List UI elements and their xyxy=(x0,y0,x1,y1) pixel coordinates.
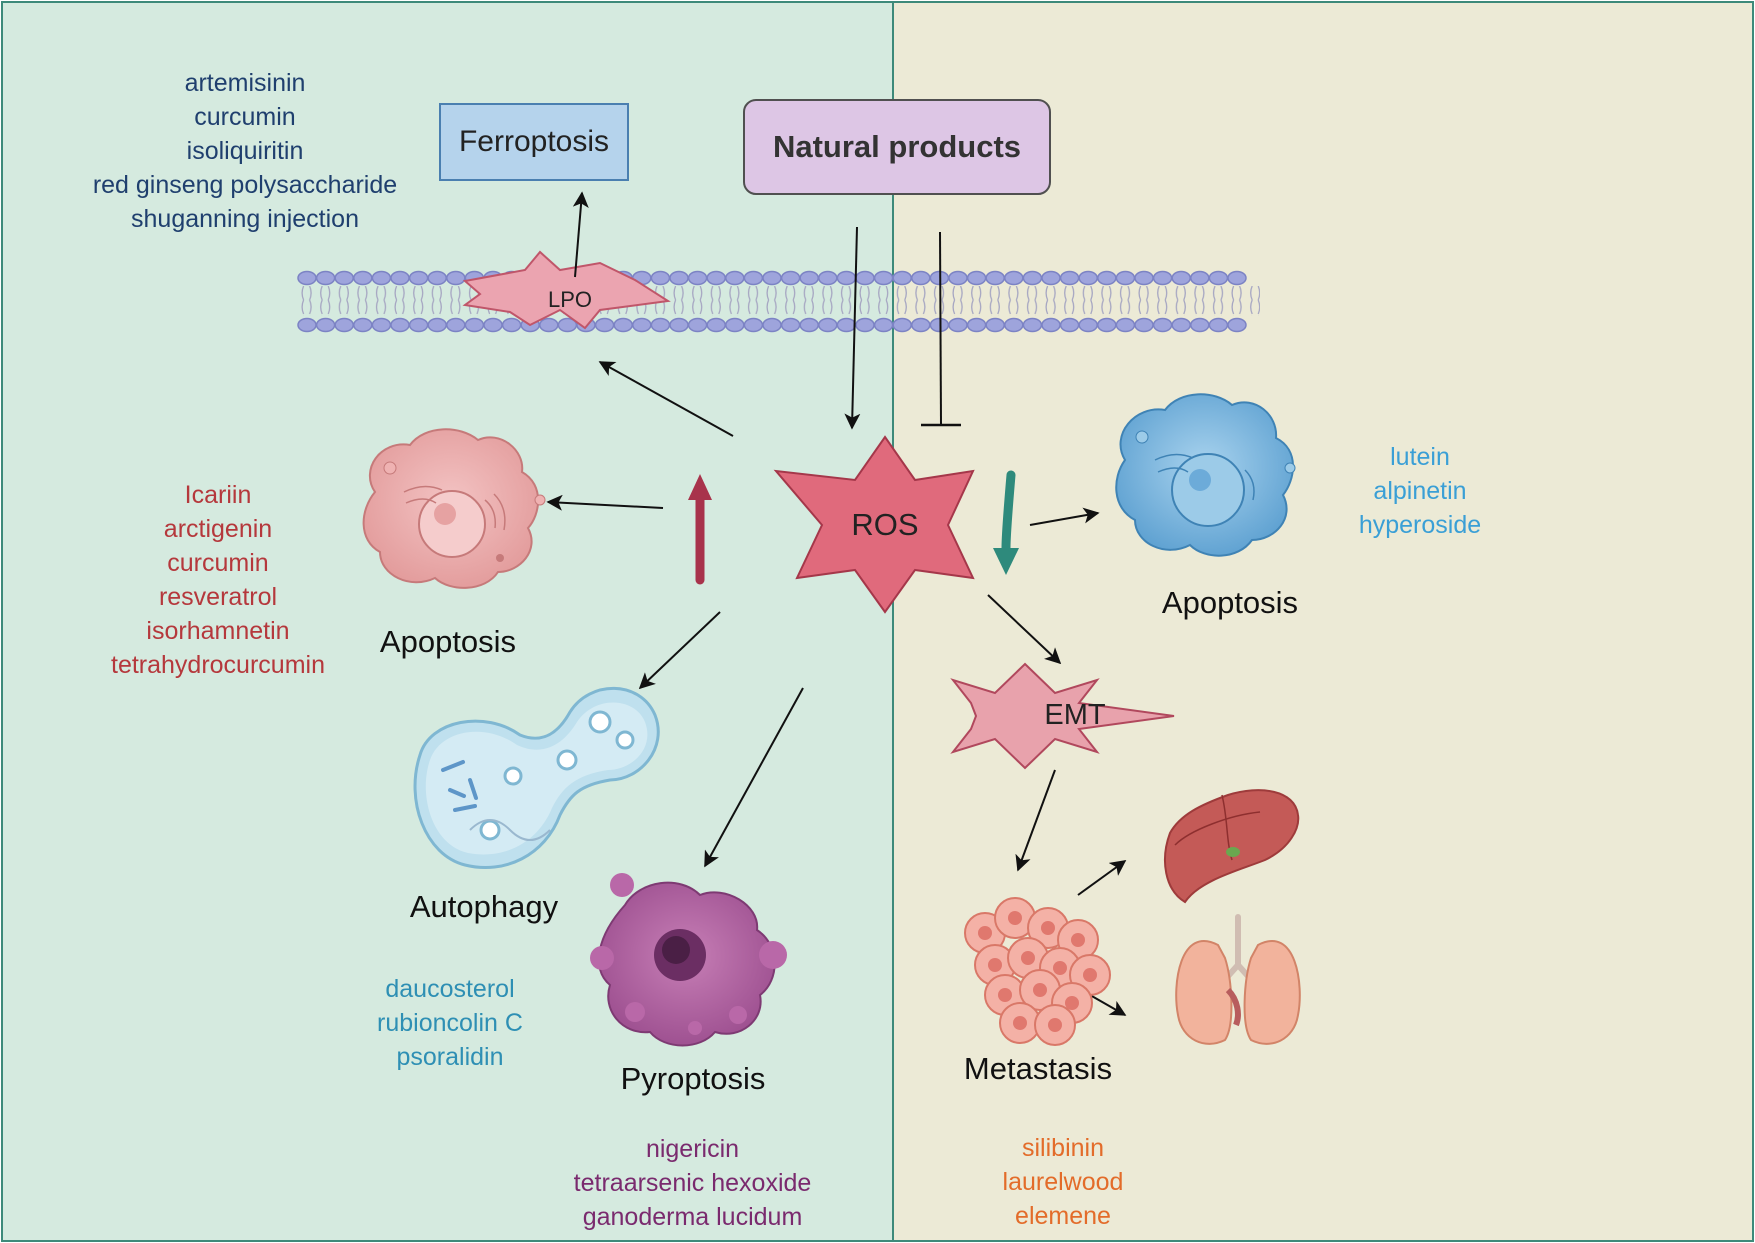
ros-node-shape xyxy=(773,435,975,614)
compound-item: curcumin xyxy=(167,549,269,577)
compound-item: psoralidin xyxy=(396,1043,504,1071)
metastasis-label: Metastasis xyxy=(963,1051,1113,1086)
arrow-ros-to-apoptosis-right xyxy=(1029,507,1100,526)
compound-item: isorhamnetin xyxy=(146,617,290,645)
autophagy-compound-list: daucosterol rubioncolin C psoralidin xyxy=(350,972,550,1074)
autophagosome-icon xyxy=(413,686,660,870)
compound-item: Icariin xyxy=(184,481,252,509)
compound-item: curcumin xyxy=(194,103,296,131)
pyroptosis-label: Pyroptosis xyxy=(620,1061,766,1096)
ferroptosis-compound-list: artemisinin curcumin isoliquiritin red g… xyxy=(60,66,430,236)
compound-item: isoliquiritin xyxy=(186,137,304,165)
compound-item: ganoderma lucidum xyxy=(582,1203,803,1231)
arrow-ros-to-apoptosis-left xyxy=(546,494,664,511)
arrow-metastasis-to-liver xyxy=(1077,860,1127,896)
natural-products-label: Natural products xyxy=(772,129,1022,164)
apoptosis-left-compound-list: Icariin arctigenin curcumin resveratrol … xyxy=(88,478,348,682)
compound-item: daucosterol xyxy=(385,975,515,1003)
compound-item: tetrahydrocurcumin xyxy=(111,651,325,679)
pyroptosis-compound-list: nigericin tetraarsenic hexoxide ganoderm… xyxy=(550,1132,835,1234)
compound-item: hyperoside xyxy=(1358,511,1482,539)
left-panel xyxy=(1,1,894,1242)
liver-icon xyxy=(1164,789,1300,904)
lpo-node-shape xyxy=(462,250,671,330)
compound-item: artemisinin xyxy=(184,69,306,97)
compound-item: alpinetin xyxy=(1373,477,1467,505)
compound-item: shuganning injection xyxy=(131,205,359,233)
pyroptotic-cell-icon xyxy=(590,873,787,1047)
ros-down-arrow xyxy=(993,470,1019,575)
emt-node-shape xyxy=(950,662,1175,770)
arrow-metastasis-to-lungs xyxy=(1089,994,1127,1016)
apoptotic-cell-icon xyxy=(1115,393,1296,557)
compound-item: nigericin xyxy=(645,1135,740,1163)
cell-membrane-icon xyxy=(297,270,1260,333)
compound-item: elemene xyxy=(1015,1202,1111,1230)
arrow-natural-products-to-ros xyxy=(844,226,861,430)
apoptosis-right-label: Apoptosis xyxy=(1161,585,1299,620)
compound-item: laurelwood xyxy=(1002,1168,1124,1196)
compound-item: arctigenin xyxy=(163,515,273,543)
lungs-icon xyxy=(1175,914,1301,1045)
arrow-ros-to-emt xyxy=(987,594,1062,665)
apoptosis-left-label: Apoptosis xyxy=(379,624,517,659)
ferroptosis-label: Ferroptosis xyxy=(458,125,610,158)
apoptotic-cell-icon xyxy=(362,428,546,589)
arrows xyxy=(546,191,1127,1016)
metastasis-compound-list: silibinin laurelwood elemene xyxy=(983,1131,1143,1233)
arrow-lpo-to-ferroptosis xyxy=(572,191,589,278)
arrow-ros-to-membrane xyxy=(598,361,734,437)
inhibit-natural-products-to-ros xyxy=(939,231,942,426)
compound-item: resveratrol xyxy=(158,583,278,611)
autophagy-label: Autophagy xyxy=(409,889,559,924)
compound-item: rubioncolin C xyxy=(377,1009,523,1037)
compound-item: red ginseng polysaccharide xyxy=(92,171,398,199)
arrow-ros-to-pyroptosis xyxy=(704,687,804,868)
compound-item: tetraarsenic hexoxide xyxy=(573,1169,812,1197)
compound-item: lutein xyxy=(1390,443,1450,471)
ros-up-arrow xyxy=(688,474,712,585)
apoptosis-right-compound-list: lutein alpinetin hyperoside xyxy=(1330,440,1510,542)
ferroptosis-box xyxy=(439,103,629,181)
emt-label: EMT xyxy=(1044,699,1106,731)
tumor-cluster-icon xyxy=(964,897,1111,1046)
compound-item: silibinin xyxy=(1022,1134,1104,1162)
lpo-label: LPO xyxy=(547,287,593,312)
natural-products-box xyxy=(743,99,1051,195)
arrow-ros-to-autophagy xyxy=(638,611,721,690)
ros-label: ROS xyxy=(851,507,919,542)
arrow-emt-to-metastasis xyxy=(1015,769,1056,872)
